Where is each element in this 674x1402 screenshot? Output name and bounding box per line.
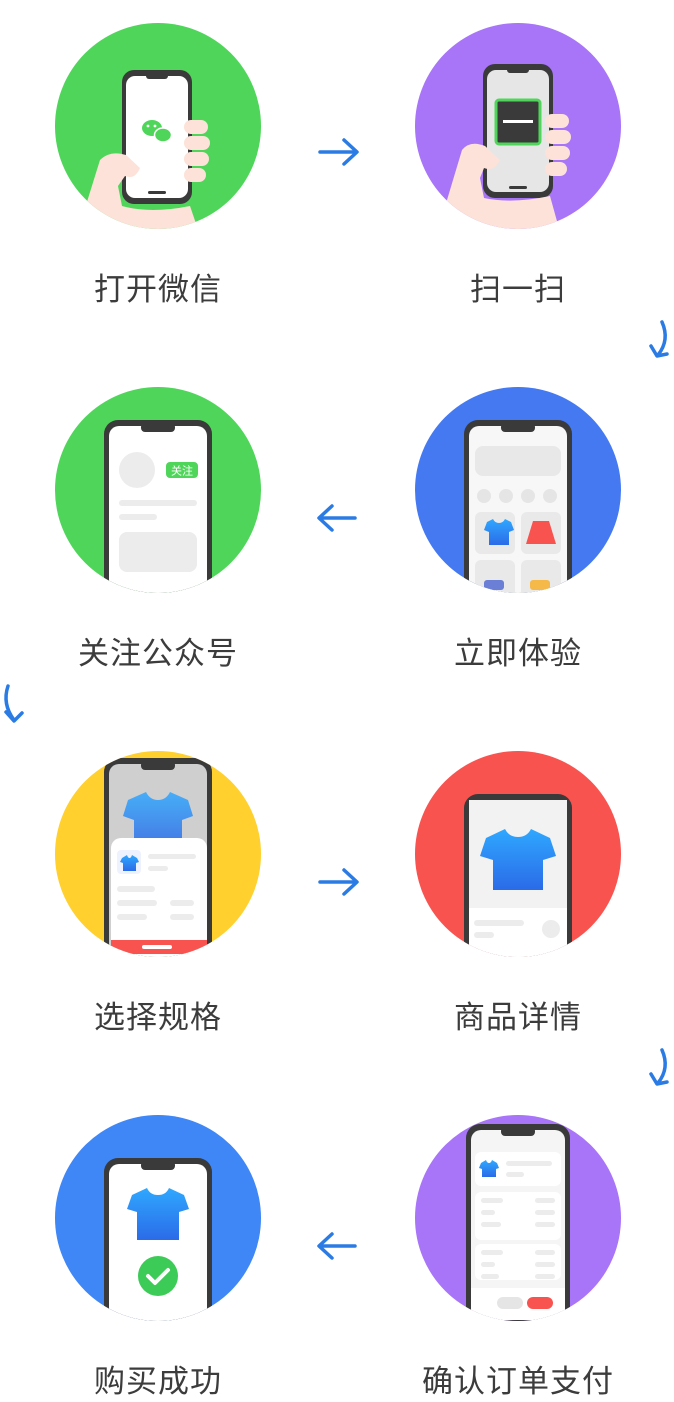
arrow-icon: [649, 320, 669, 358]
arrow-icon: [318, 868, 359, 896]
step-label-2: 扫一扫: [470, 272, 566, 308]
step-label-8: 购买成功: [94, 1364, 222, 1400]
step-label-5: 选择规格: [94, 1000, 222, 1036]
shirt-icon: [480, 829, 556, 890]
arrow-icon: [649, 1048, 669, 1086]
step-label-7: 确认订单支付: [422, 1364, 614, 1400]
step-open-wechat: 打开微信: [55, 23, 261, 308]
arrow-icon: [317, 1232, 357, 1260]
shirt-icon: [127, 1188, 189, 1240]
step-purchase-success: 购买成功: [55, 1115, 261, 1400]
scan-icon: [494, 98, 542, 146]
arrow-icon: [318, 138, 359, 166]
arrow-icon: [317, 504, 357, 532]
wechat-icon: [142, 120, 173, 143]
flow-arrows: [4, 138, 669, 1260]
step-label-6: 商品详情: [454, 1000, 582, 1036]
step-label-3: 立即体验: [454, 636, 582, 672]
shirt-icon: [484, 519, 514, 545]
follow-badge: [166, 462, 198, 478]
skirt-icon: [526, 521, 556, 544]
follow-badge-text: 关注: [171, 464, 193, 478]
step-label-4: 关注公众号: [78, 636, 238, 672]
step-product-detail: 商品详情: [415, 751, 621, 1036]
step-label-1: 打开微信: [94, 272, 222, 308]
step-follow-account: 关注 关注公众号: [55, 387, 261, 672]
step-try-now: 立即体验: [415, 387, 621, 672]
step-confirm-pay: 确认订单支付: [415, 1115, 621, 1400]
step-scan: 扫一扫: [415, 23, 621, 308]
check-icon: [138, 1256, 178, 1296]
step-select-spec: 选择规格: [55, 751, 261, 1036]
arrow-icon: [4, 684, 24, 723]
